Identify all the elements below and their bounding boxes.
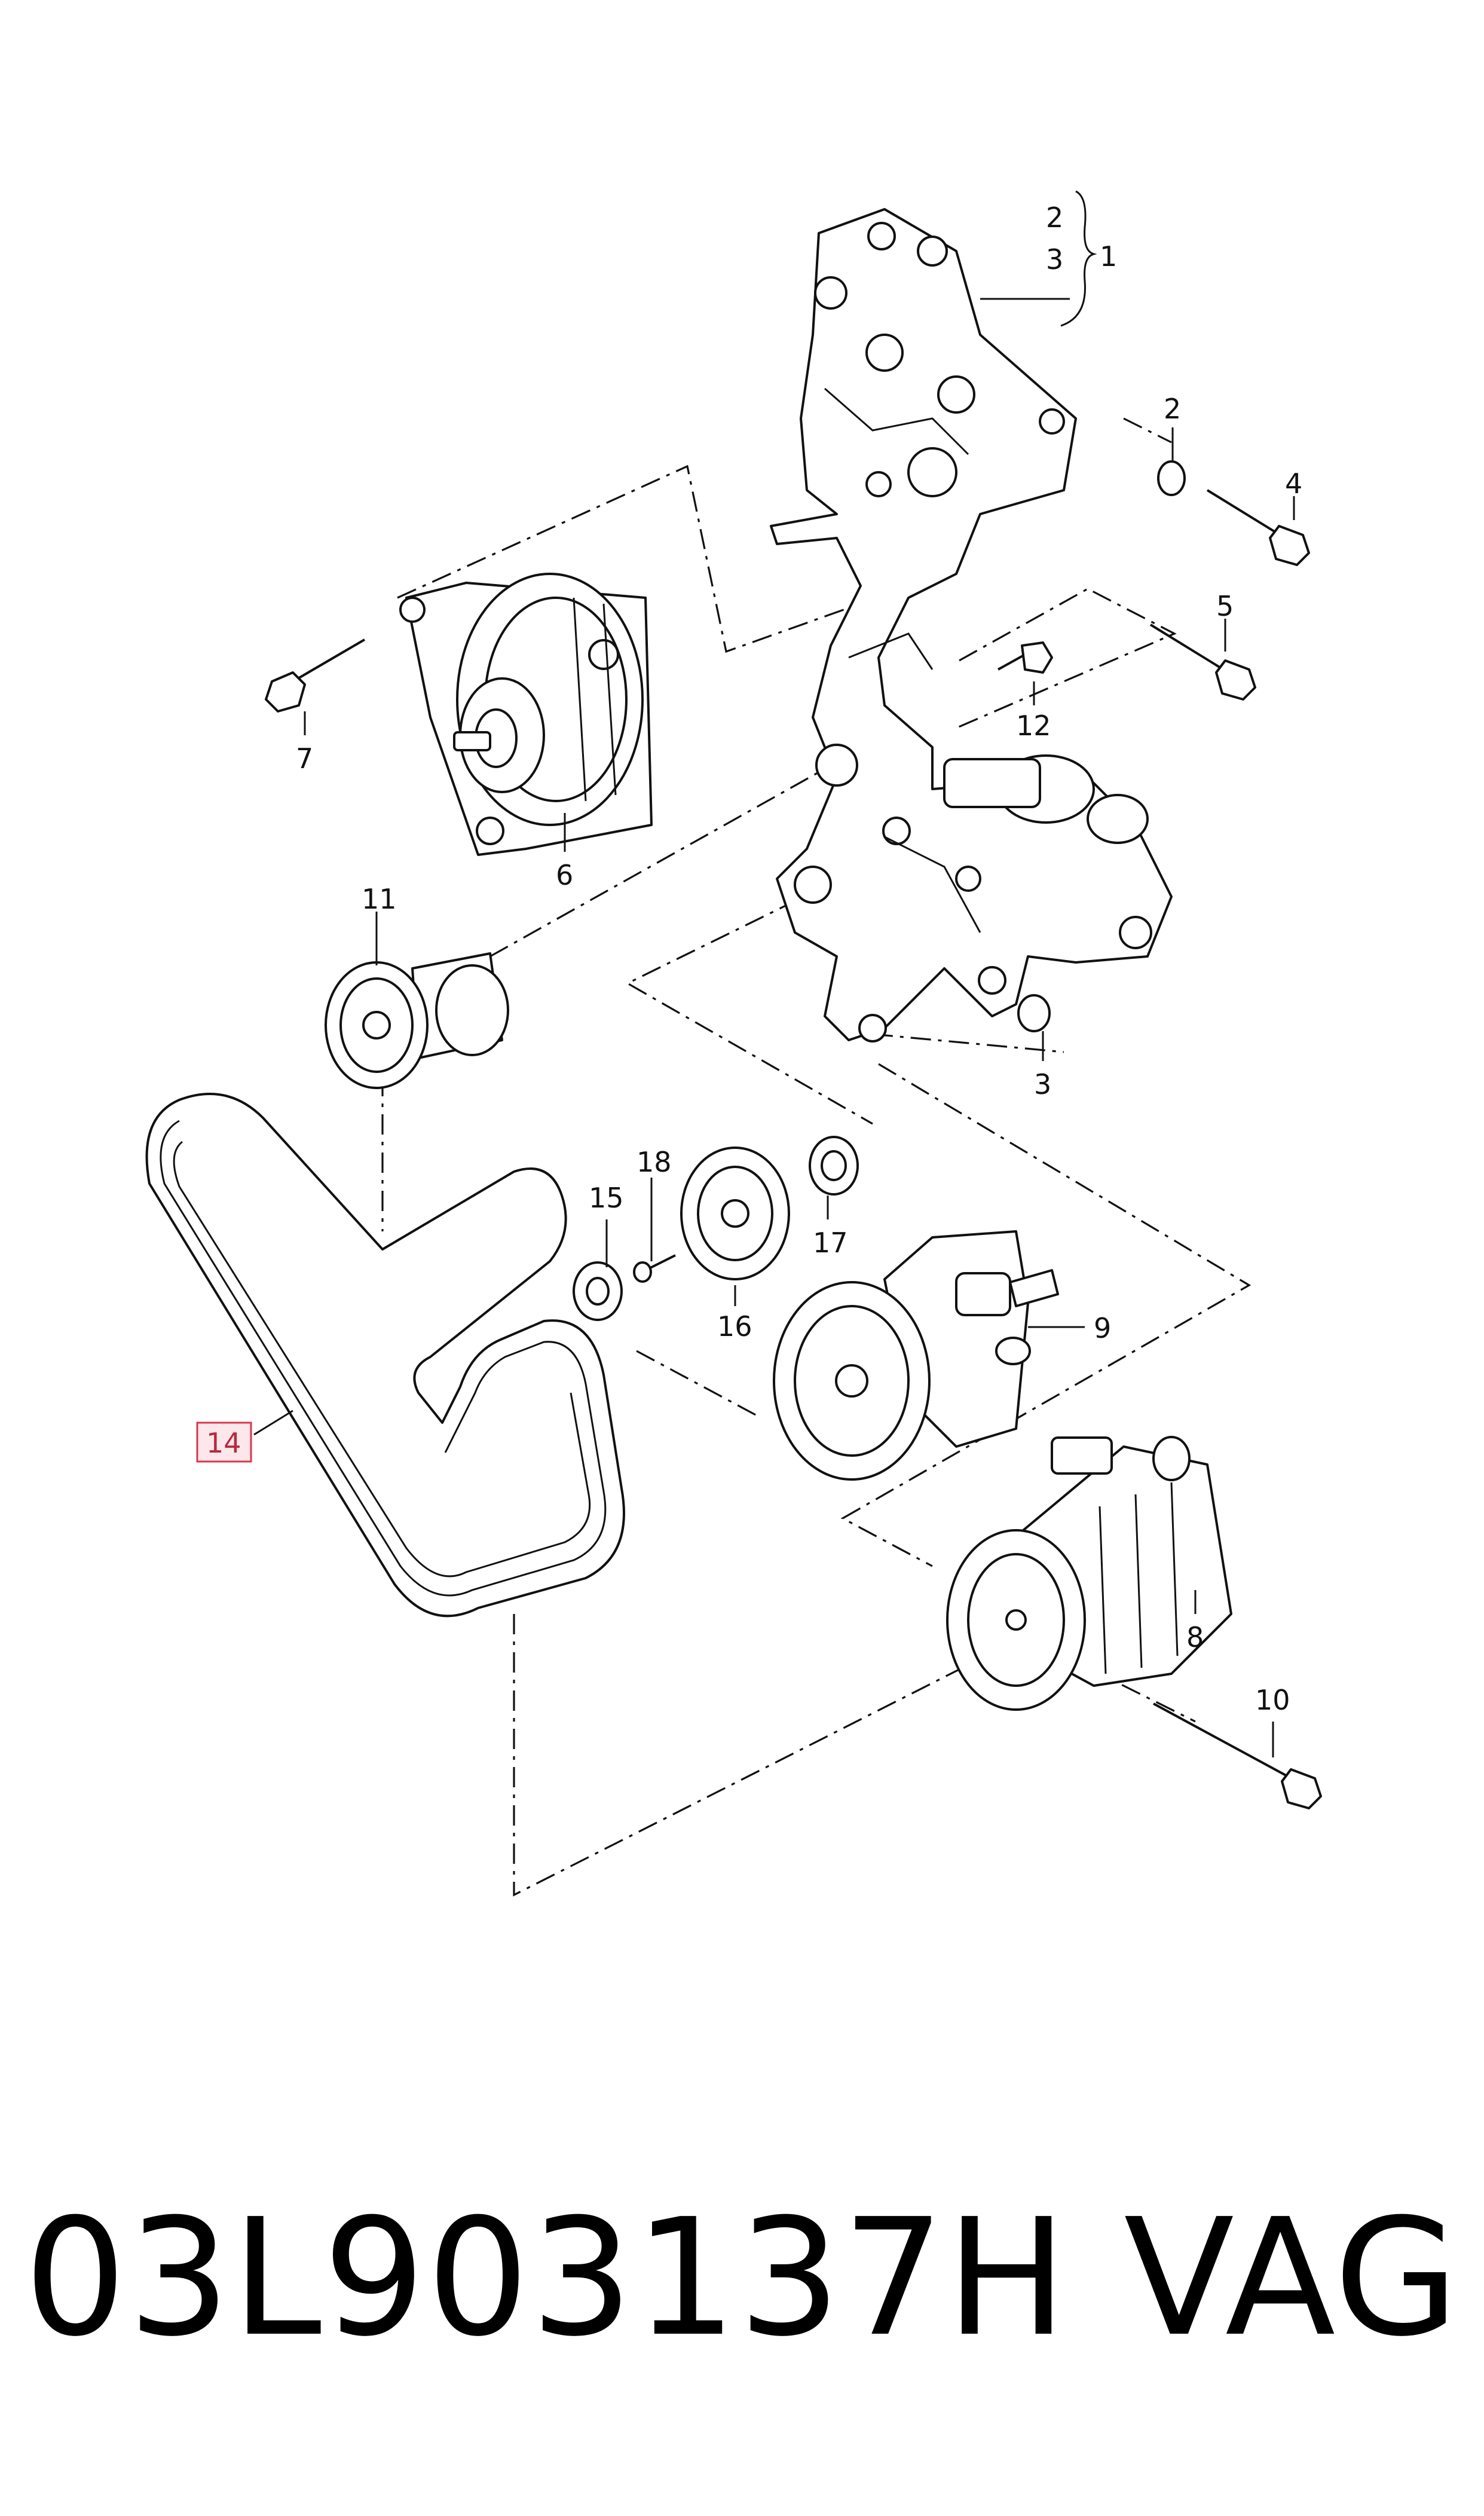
caption-bar: 03L903137H VAG xyxy=(24,2152,1460,2403)
power-steering-pump xyxy=(773,1230,1059,1481)
ac-compressor xyxy=(946,1436,1232,1711)
spacers xyxy=(1017,460,1186,1032)
bolts xyxy=(265,489,1322,1809)
callout-14: 14 xyxy=(206,1427,241,1459)
assembly-lines xyxy=(381,417,1252,1897)
tensioner xyxy=(325,952,509,1089)
callout-4: 4 xyxy=(1285,467,1302,500)
part-number: 03L903137H xyxy=(24,2183,1069,2372)
callout-16: 16 xyxy=(717,1310,752,1343)
callout-17: 17 xyxy=(813,1227,848,1259)
callout-6: 6 xyxy=(556,859,573,891)
exploded-parts-diagram: 1 2 3 2 4 5 12 7 6 11 3 15 18 16 17 9 8 … xyxy=(145,190,1322,1897)
callout-3-group: 3 xyxy=(1046,243,1063,276)
callout-1: 1 xyxy=(1100,240,1117,273)
callout-7: 7 xyxy=(296,742,313,775)
brand-name: VAG xyxy=(1124,2183,1460,2372)
callout-18: 18 xyxy=(637,1146,672,1178)
alternator xyxy=(399,573,653,856)
callout-2: 2 xyxy=(1164,393,1181,425)
callout-12: 12 xyxy=(1016,710,1051,742)
callout-5: 5 xyxy=(1216,590,1234,622)
main-bracket xyxy=(770,208,1173,1043)
idler-pulleys xyxy=(573,1136,859,1321)
callout-15: 15 xyxy=(589,1182,624,1214)
callout-2-group: 2 xyxy=(1046,201,1063,234)
callout-3: 3 xyxy=(1034,1068,1051,1100)
leader-lines xyxy=(253,190,1295,1757)
callout-8: 8 xyxy=(1186,1621,1204,1653)
ribbed-v-belt xyxy=(145,1093,625,1618)
callout-11: 11 xyxy=(362,883,397,915)
callout-14-highlight xyxy=(196,1421,252,1463)
callout-9: 9 xyxy=(1094,1312,1111,1344)
callout-10: 10 xyxy=(1255,1684,1290,1716)
callout-labels: 1 2 3 2 4 5 12 7 6 11 3 15 18 16 17 9 8 … xyxy=(196,201,1302,1716)
